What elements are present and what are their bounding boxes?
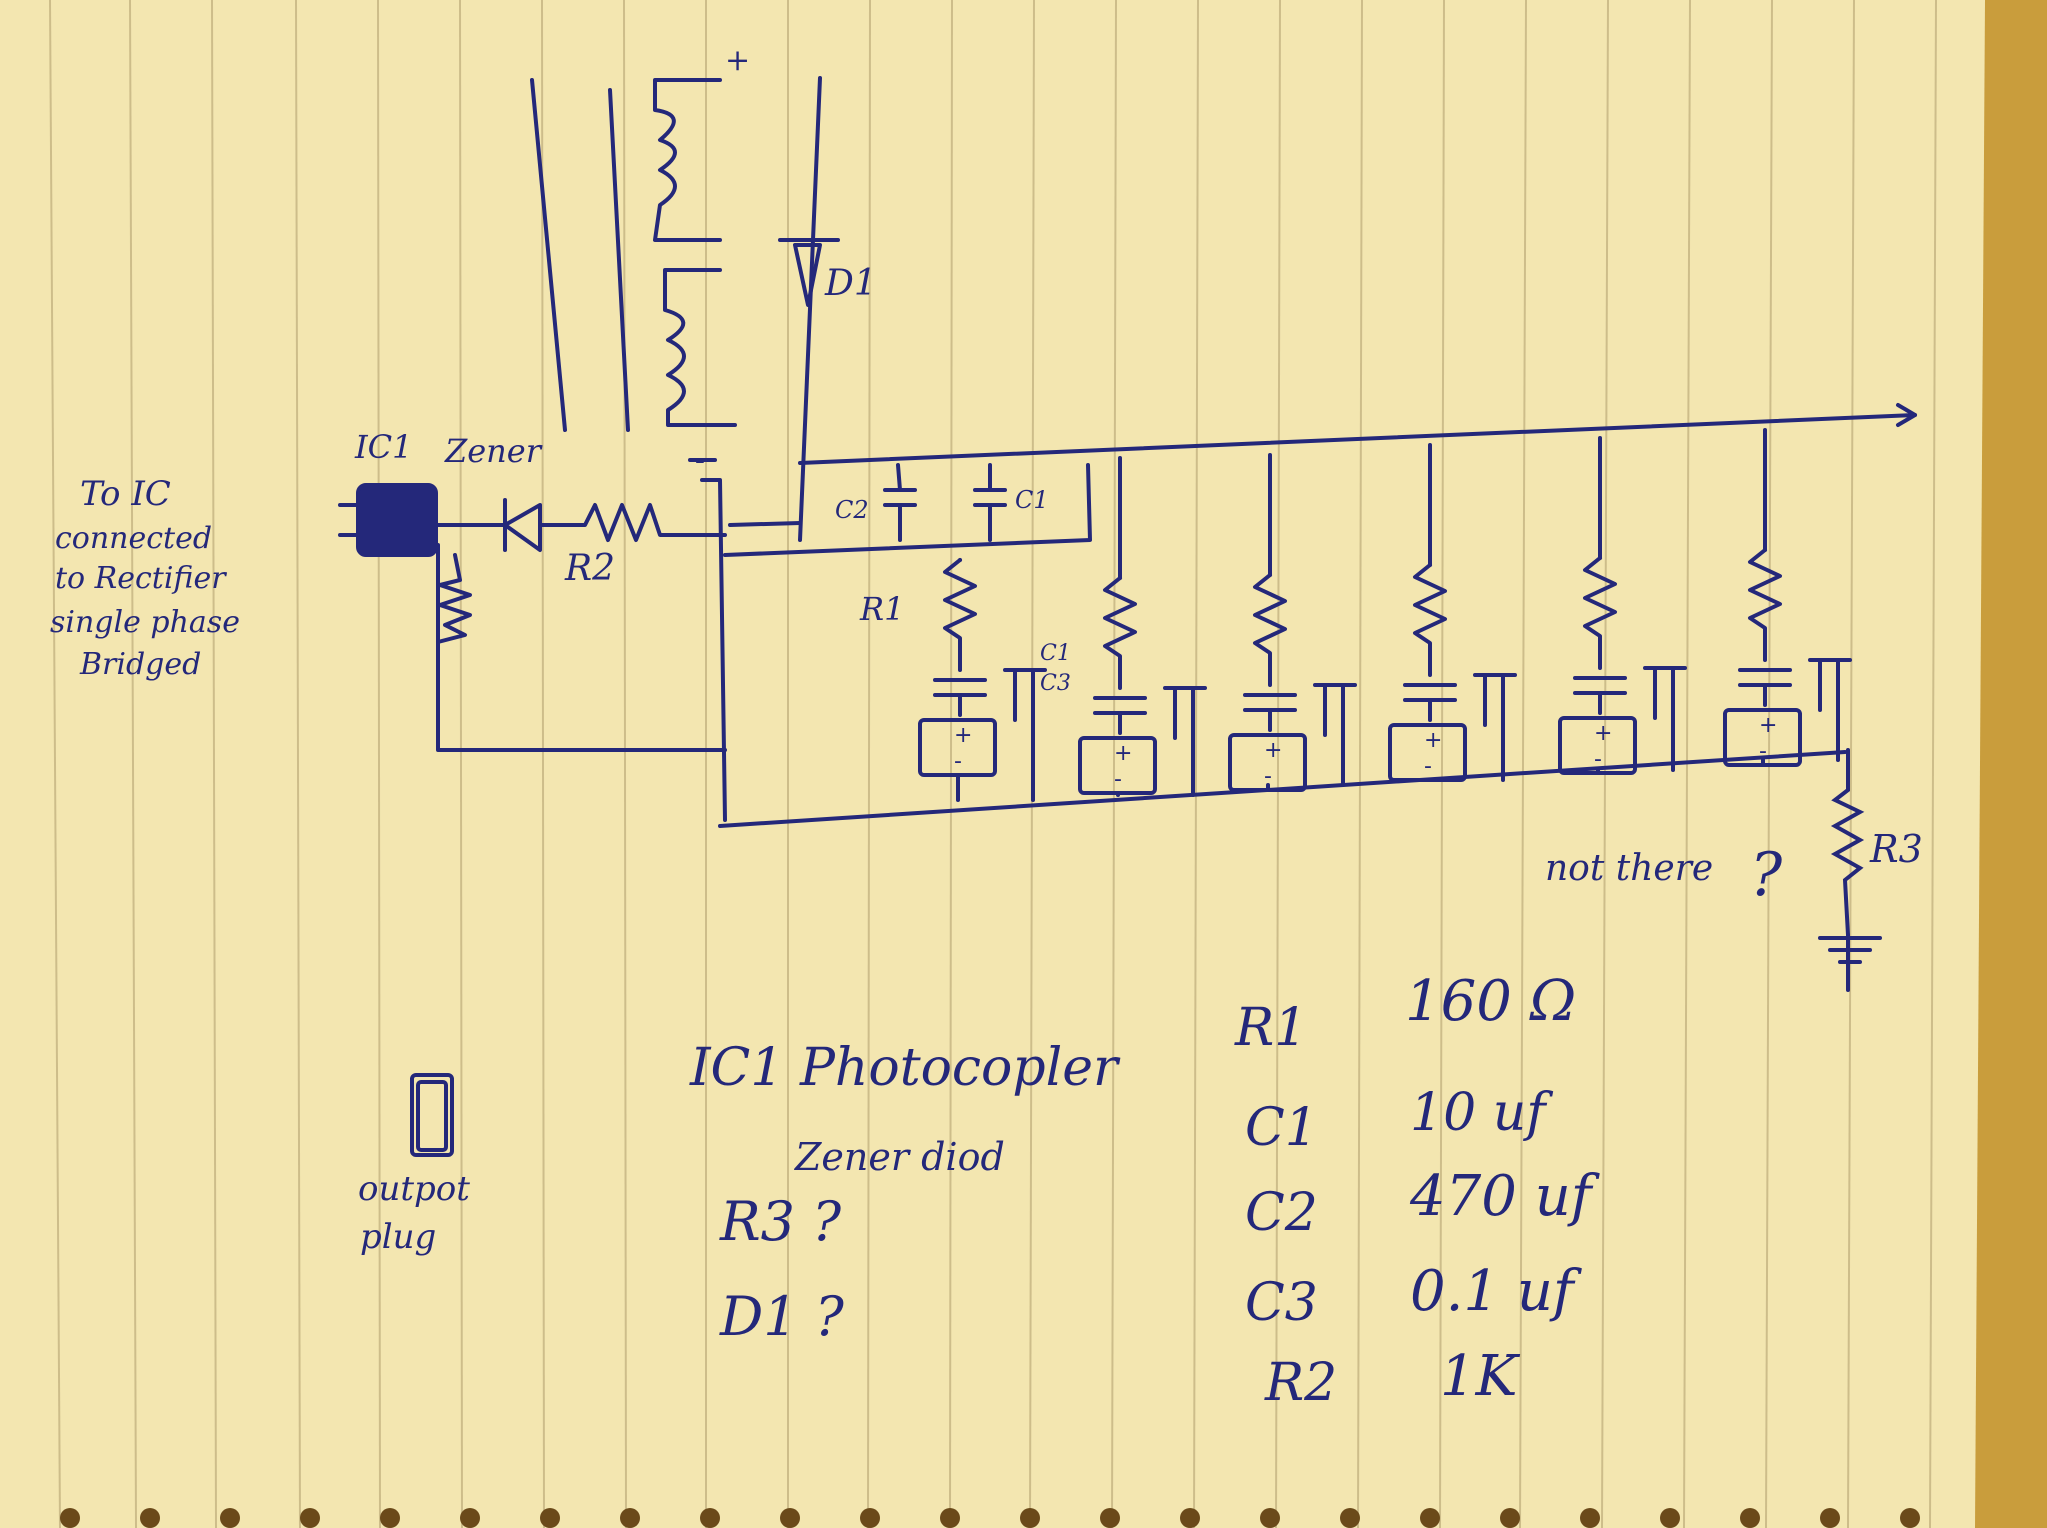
- part-name: C2: [1245, 1183, 1318, 1243]
- c1-label-small: C1: [1040, 641, 1071, 666]
- part-value: 470 uf: [1409, 1164, 1601, 1229]
- d1-label: D1: [824, 263, 877, 304]
- part-name: C1: [1245, 1098, 1318, 1158]
- part-value: 10 uf: [1410, 1083, 1553, 1143]
- part-name: C3: [1245, 1273, 1318, 1333]
- note-line: single phase: [50, 605, 240, 640]
- transformer-core-line: [530, 78, 567, 432]
- r2-label: R2: [564, 548, 615, 589]
- minus-sign: -: [954, 749, 962, 774]
- stage-resistor-icon: [1413, 563, 1447, 677]
- r2-resistor-icon: [538, 503, 727, 542]
- positive-rail: [798, 413, 1917, 465]
- ruled-lines: [49, 0, 1937, 1528]
- note-line: connected: [55, 521, 212, 556]
- transformer-coil-top: [653, 78, 722, 242]
- output-plug-label: plug: [360, 1217, 436, 1257]
- plus-sign: +: [1594, 721, 1612, 746]
- plus-sign: +: [1759, 713, 1777, 738]
- ic1-note: IC1 Photocopler: [689, 1038, 1121, 1098]
- stage-resistor-icon: [1253, 573, 1287, 687]
- stage-side-capacitor-icon: [1808, 658, 1852, 712]
- stage-resistor-icon: [1103, 576, 1137, 690]
- stage-side-capacitor-icon: [1163, 686, 1207, 740]
- zener-note: Zener diod: [794, 1135, 1005, 1179]
- stage-resistor-icon: [943, 558, 977, 672]
- d1-note: D1 ?: [719, 1285, 845, 1348]
- minus-sign: -: [1759, 739, 1767, 764]
- not-there-note: not there: [1545, 848, 1713, 889]
- zener-diode-icon: [503, 503, 542, 552]
- r1-label: R1: [859, 590, 904, 628]
- output-plug-icon: [410, 1073, 454, 1157]
- part-name: R1: [1234, 998, 1307, 1058]
- stage-side-capacitor-icon: [1643, 666, 1687, 720]
- minus-sign: -: [1594, 747, 1602, 772]
- c2-label: C2: [835, 496, 869, 524]
- minus-label: -: [695, 443, 705, 478]
- note-line: To IC: [80, 474, 171, 514]
- stage-side-capacitor-icon: [1473, 673, 1517, 727]
- plus-label: +: [725, 43, 750, 78]
- part-value: 160 Ω: [1405, 969, 1576, 1034]
- c1-label: C1: [1015, 486, 1049, 514]
- parts-list: R1 160 Ω C1 10 uf C2 470 uf C3 0.1 uf R2…: [1234, 969, 1601, 1413]
- r3-label: R3: [1869, 827, 1923, 871]
- part-value: 1K: [1440, 1344, 1521, 1409]
- note-line: Bridged: [79, 647, 201, 682]
- transformer-core-line: [608, 88, 630, 432]
- ic1-icon: [356, 483, 438, 557]
- minus-sign: -: [1114, 767, 1122, 792]
- d1-diode-icon: [793, 243, 822, 307]
- plus-sign: +: [1114, 741, 1132, 766]
- part-name: R2: [1264, 1353, 1337, 1413]
- to-ic-note: To IC connected to Rectifier single phas…: [50, 474, 240, 682]
- stage-resistor-icon: [1583, 556, 1617, 670]
- notebook-page: [0, 0, 1985, 1528]
- question-mark: ?: [1750, 840, 1783, 910]
- minus-sign: -: [1424, 754, 1432, 779]
- ic1-label: IC1: [354, 428, 412, 466]
- r3-note: R3 ?: [719, 1190, 842, 1253]
- zener-label: Zener: [444, 432, 543, 470]
- minus-sign: -: [1264, 764, 1272, 789]
- ground-icon: [1818, 933, 1882, 992]
- stage-resistor-icon: [1748, 548, 1782, 662]
- plus-sign: +: [954, 723, 972, 748]
- note-line: to Rectifier: [55, 561, 227, 596]
- transformer-coil-bottom: [663, 268, 737, 427]
- output-plug-label: outpot: [358, 1169, 470, 1209]
- stage-side-capacitor-icon: [1003, 668, 1047, 722]
- plus-sign: +: [1424, 728, 1442, 753]
- plus-sign: +: [1264, 738, 1282, 763]
- part-value: 0.1 uf: [1410, 1259, 1583, 1324]
- c3-label-small: C3: [1040, 671, 1071, 696]
- binding-holes: [60, 1508, 1920, 1528]
- stage-side-capacitor-icon: [1313, 683, 1357, 737]
- r3-resistor-icon: [1830, 748, 1865, 937]
